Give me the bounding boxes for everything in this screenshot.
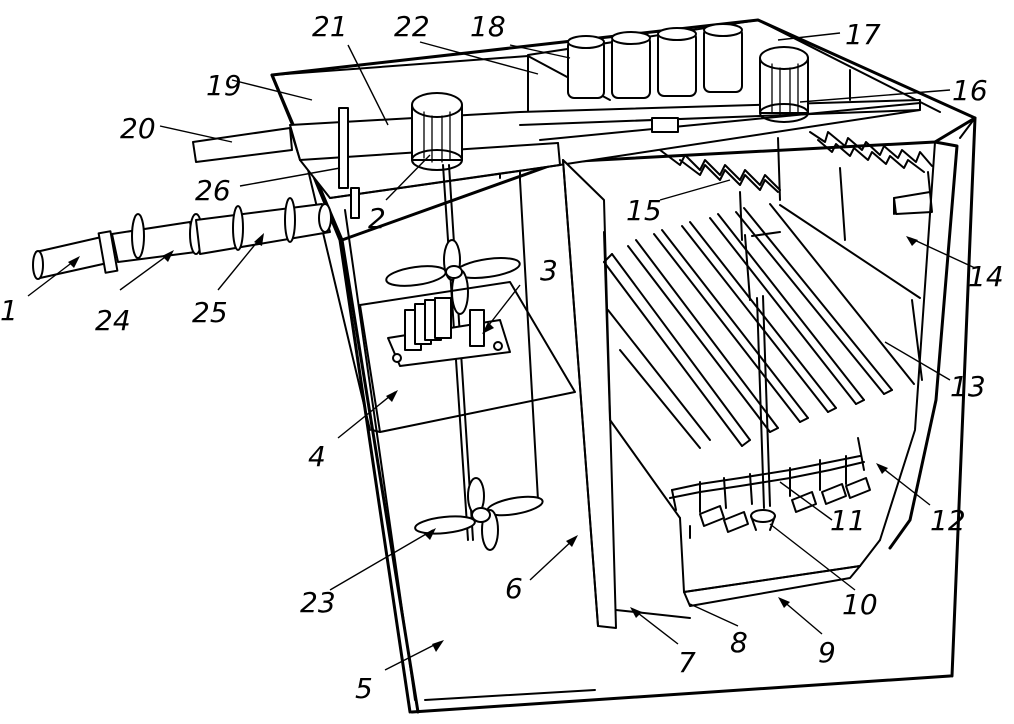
upper-impeller [385, 239, 521, 315]
label-5: 5 [355, 672, 373, 705]
label-4: 4 [308, 440, 326, 473]
label-1: 1 [0, 294, 18, 327]
mixing-plate [359, 281, 576, 433]
sludge-hopper [750, 509, 776, 531]
outlet-pipe [192, 127, 301, 163]
label-8: 8 [730, 626, 748, 659]
dosing-pipe [338, 107, 360, 219]
label-14: 14 [968, 260, 1004, 293]
flocculator-assembly [387, 297, 511, 367]
inlet-pipe [32, 197, 332, 280]
label-16: 16 [952, 74, 988, 107]
label-12: 12 [930, 504, 966, 537]
weir-troughs [659, 131, 933, 241]
left-chamber-walls [299, 124, 596, 701]
label-21: 21 [312, 10, 348, 43]
label-23: 23 [300, 586, 336, 619]
label-24: 24 [95, 304, 131, 337]
label-19: 19 [206, 69, 242, 102]
label-3: 3 [540, 254, 558, 287]
lower-impeller [414, 477, 544, 551]
label-20: 20 [120, 112, 156, 145]
callout-numbers: 1 2 3 4 5 6 7 8 9 10 11 12 13 14 15 16 1… [0, 10, 1004, 705]
motor-right [759, 46, 809, 123]
baffle-wall [562, 159, 617, 629]
dosing-tanks [567, 23, 743, 99]
label-10: 10 [842, 588, 878, 621]
label-25: 25 [192, 296, 228, 329]
label-17: 17 [845, 18, 881, 51]
leader-lines [27, 32, 976, 671]
label-22: 22 [394, 10, 430, 43]
right-lower-wall [689, 141, 936, 541]
label-15: 15 [626, 194, 662, 227]
sludge-bed [683, 565, 861, 607]
label-11: 11 [830, 504, 866, 537]
motor-left [411, 92, 463, 171]
sludge-scraper [669, 437, 871, 533]
label-13: 13 [950, 370, 986, 403]
label-26: 26 [195, 174, 231, 207]
label-9: 9 [818, 636, 836, 669]
label-18: 18 [470, 10, 506, 43]
label-7: 7 [678, 646, 696, 679]
label-2: 2 [368, 202, 386, 235]
scraper-shaft [756, 295, 771, 509]
label-6: 6 [505, 572, 523, 605]
